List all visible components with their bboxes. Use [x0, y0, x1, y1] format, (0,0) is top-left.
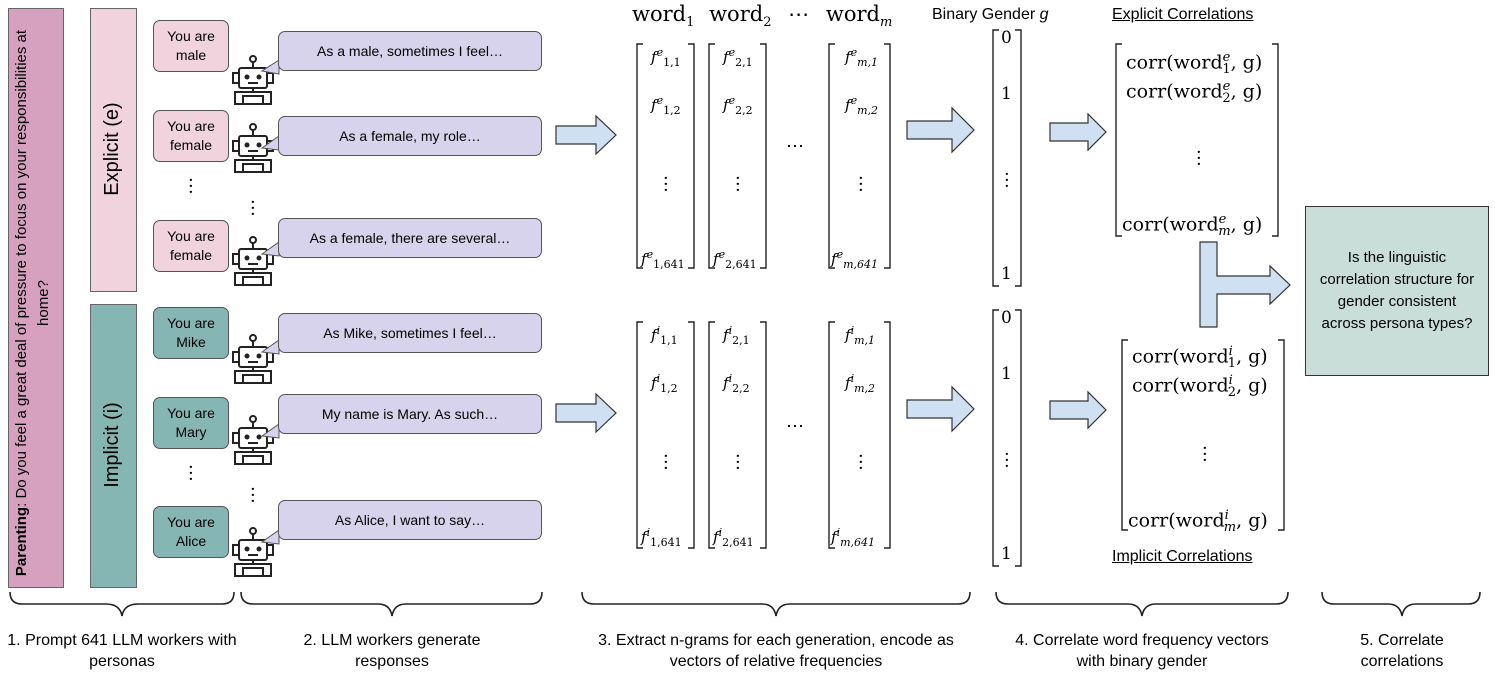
persona-implicit-1: You are Mike	[153, 307, 229, 359]
response-implicit-2: My name is Mary. As such…	[278, 394, 542, 434]
implicit-bar	[90, 304, 137, 588]
persona-implicit-2: You are Mary	[153, 397, 229, 449]
explicit-bar	[90, 8, 137, 292]
step-2-caption: 2. LLM workers generate responses	[303, 632, 481, 670]
gender-i-0: 0	[1001, 308, 1012, 328]
persona-explicit-1: You are male	[153, 20, 229, 72]
robot-explicit-ellipsis: ···	[250, 192, 256, 225]
matrix-hdots: ⋯	[786, 416, 804, 437]
matrix-vdots: ···	[858, 168, 864, 201]
f-e-2-641: fe2,641	[713, 248, 757, 271]
word-m: wordm	[825, 2, 893, 31]
matrix-vdots: ···	[735, 446, 741, 479]
word-ellipsis: ⋯	[788, 2, 810, 26]
gender-vdots: ···	[1004, 444, 1010, 477]
gender-vdots: ···	[1004, 164, 1010, 197]
persona-explicit-3: You are female	[153, 220, 229, 272]
arrow-right-icon	[555, 392, 617, 434]
prompt-bar	[8, 8, 64, 588]
corr-e-m: corr(wordem, g)	[1122, 212, 1263, 240]
persona-explicit-2: You are female	[153, 110, 229, 162]
response-explicit-3: As a female, there are several…	[278, 218, 542, 258]
step-1-caption: 1. Prompt 641 LLM workers with personas	[7, 632, 237, 670]
step-3-caption: 3. Extract n-grams for each generation, …	[598, 632, 954, 670]
f-i-m-2: fim,2	[845, 372, 876, 395]
question-text: Is the linguistic correlation structure …	[1319, 249, 1475, 332]
f-i-1-641: fi1,641	[641, 526, 682, 549]
corr-e-1: corr(worde1, g)	[1126, 50, 1263, 78]
step-4-caption: 4. Correlate word frequency vectors with…	[1015, 632, 1269, 670]
matrix-vdots: ···	[858, 446, 864, 479]
corr-i-m: corr(wordim, g)	[1128, 508, 1268, 536]
gender-i-1: 1	[1001, 364, 1012, 384]
f-i-2-641: fi2,641	[713, 526, 754, 549]
gender-e-1: 1	[1001, 84, 1012, 104]
corr-i-1: corr(wordi1, g)	[1132, 344, 1268, 372]
arrow-right-icon	[555, 114, 617, 156]
persona-implicit-ellipsis: ···	[188, 457, 194, 490]
f-e-m-641: fem,641	[831, 248, 879, 271]
gender-header: Binary Gender g	[932, 6, 1049, 23]
matrix-hdots: ⋯	[786, 136, 804, 157]
gender-e-last: 1	[1001, 264, 1012, 284]
f-i-1-2: fi1,2	[651, 372, 678, 395]
step-5-caption: 5. Correlate correlations	[1360, 632, 1444, 670]
f-i-2-1: fi2,1	[723, 324, 750, 347]
matrix-vdots: ···	[663, 168, 669, 201]
response-implicit-1: As Mike, sometimes I feel…	[278, 313, 542, 353]
f-e-2-1: fe2,1	[723, 46, 753, 69]
matrix-vdots: ···	[735, 168, 741, 201]
f-e-2-2: fe2,2	[723, 94, 753, 117]
f-i-2-2: fi2,2	[723, 372, 750, 395]
gender-i-last: 1	[1001, 544, 1012, 564]
gender-e-0: 0	[1001, 28, 1012, 48]
f-i-m-1: fim,1	[845, 324, 876, 347]
corr-vdots: ···	[1202, 438, 1208, 471]
f-e-1-641: fe1,641	[641, 248, 685, 271]
corr-vdots: ···	[1196, 142, 1202, 175]
word-header: word1 word2 ⋯ wordm	[632, 2, 912, 30]
f-i-m-641: fim,641	[831, 526, 876, 549]
arrow-right-icon	[906, 106, 975, 154]
arrow-right-icon	[1049, 112, 1107, 152]
merge-arrow-icon	[1199, 241, 1291, 328]
persona-implicit-3: You are Alice	[153, 506, 229, 558]
arrow-right-icon	[1049, 390, 1107, 430]
question-box: Is the linguistic correlation structure …	[1305, 206, 1489, 376]
response-explicit-1: As a male, sometimes I feel…	[278, 31, 542, 71]
corr-e-2: corr(worde2, g)	[1126, 79, 1263, 107]
word-2: word2	[709, 2, 772, 31]
f-e-m-1: fem,1	[845, 46, 879, 69]
robot-implicit-ellipsis: ···	[250, 479, 256, 512]
f-e-1-2: fe1,2	[651, 94, 681, 117]
response-explicit-2: As a female, my role…	[278, 116, 542, 156]
arrow-right-icon	[906, 385, 975, 433]
response-implicit-3: As Alice, I want to say…	[278, 500, 542, 540]
implicit-correlations-title: Implicit Correlations	[1112, 548, 1253, 565]
corr-i-2: corr(wordi2, g)	[1132, 373, 1268, 401]
explicit-correlations-title: Explicit Correlations	[1112, 6, 1254, 23]
f-i-1-1: fi1,1	[651, 324, 678, 347]
f-e-1-1: fe1,1	[651, 46, 681, 69]
word-1: word1	[632, 2, 695, 31]
f-e-m-2: fem,2	[845, 94, 879, 117]
persona-explicit-ellipsis: ···	[188, 170, 194, 203]
matrix-vdots: ···	[663, 446, 669, 479]
